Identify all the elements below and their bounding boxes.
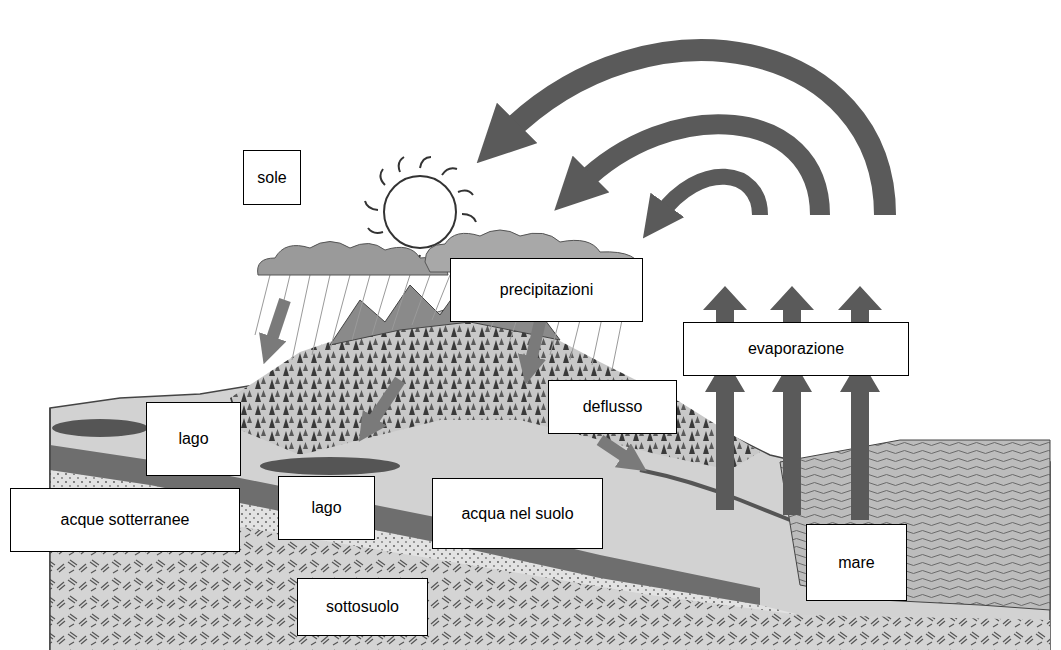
label-box: precipitazioni (450, 258, 643, 322)
evaporation-arrows (840, 358, 880, 520)
lakes (260, 457, 400, 475)
label-text: precipitazioni (500, 280, 593, 299)
label-text: mare (838, 553, 874, 572)
clouds (258, 242, 448, 276)
label-box: lago (278, 476, 375, 540)
sea (780, 440, 1050, 610)
label-box: acqua nel suolo (432, 478, 603, 549)
hills-with-trees (230, 305, 760, 470)
label-box: evaporazione (683, 322, 909, 376)
lakes (52, 419, 148, 437)
cycle-arrows (660, 177, 760, 215)
rain-arrows (270, 300, 285, 345)
label-text: lago (178, 429, 208, 448)
evaporation-arrows (770, 286, 814, 322)
label-box: deflusso (548, 380, 677, 434)
label-text: deflusso (583, 397, 643, 416)
label-box: sole (243, 150, 301, 205)
evaporation-arrows (705, 358, 745, 510)
label-text: lago (311, 498, 341, 517)
label-text: evaporazione (748, 339, 844, 358)
rain-arrows (600, 440, 630, 460)
label-box: sottosuolo (297, 578, 428, 636)
evaporation-arrows (703, 286, 747, 322)
label-box: acque sotterranee (10, 488, 240, 552)
sea (780, 440, 1050, 610)
label-box: lago (146, 402, 241, 476)
cycle-arrows (505, 50, 885, 215)
label-text: acqua nel suolo (461, 504, 573, 523)
rain (255, 275, 630, 370)
label-text: sottosuolo (326, 597, 399, 616)
rain (255, 275, 630, 370)
hills-with-trees (230, 305, 760, 470)
evaporation-arrows (772, 358, 812, 515)
label-box: mare (806, 524, 907, 601)
rain-arrows (370, 380, 400, 425)
evaporation-arrows (838, 286, 882, 322)
cycle-arrows (505, 50, 885, 215)
label-text: acque sotterranee (61, 510, 190, 529)
label-text: sole (257, 168, 286, 187)
cycle-arrows (580, 124, 820, 215)
river (640, 470, 790, 520)
sun (384, 176, 456, 248)
